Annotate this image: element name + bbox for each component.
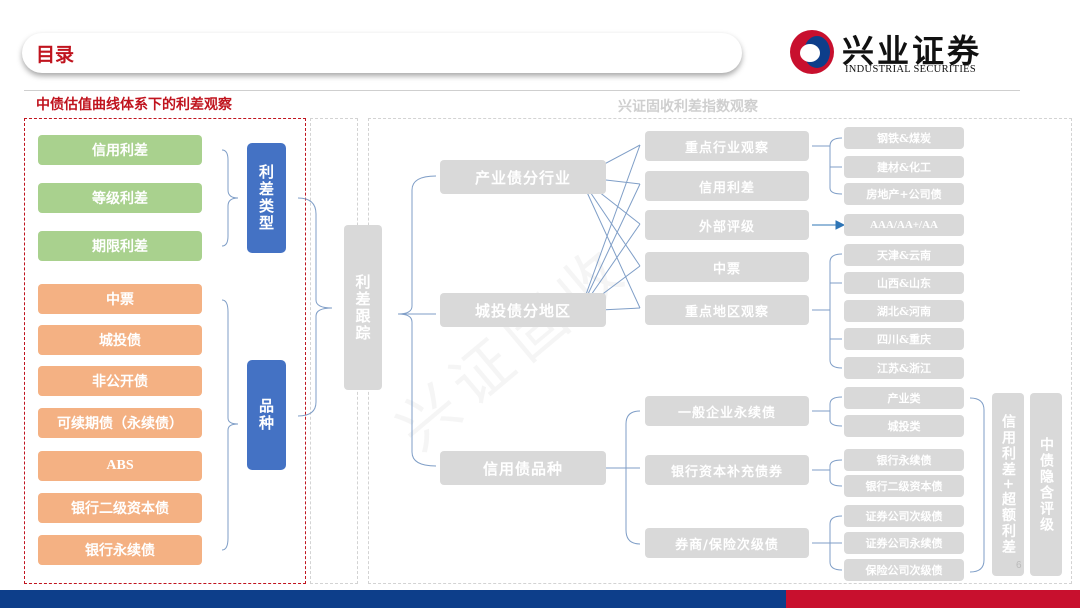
- level3-node: 建材&化工: [844, 156, 964, 178]
- level3-node: 城投类: [844, 415, 964, 437]
- bond-item: 城投债: [38, 325, 202, 355]
- bond-item: ABS: [38, 451, 202, 481]
- footer-bar-blue: [0, 590, 786, 608]
- page-number: 6: [1016, 560, 1022, 571]
- spread-item: 等级利差: [38, 183, 202, 213]
- level3-node: 房地产+公司债: [844, 183, 964, 205]
- left-section-title: 中债估值曲线体系下的利差观察: [36, 97, 232, 113]
- level3-node: 证券公司永续债: [844, 532, 964, 554]
- logo-text: 兴业证券: [842, 32, 983, 70]
- level3-node: 银行二级资本债: [844, 475, 964, 497]
- level3-node: 保险公司次级债: [844, 559, 964, 581]
- level3-node: 银行永续债: [844, 449, 964, 471]
- bond-item: 中票: [38, 284, 202, 314]
- header-bar: [22, 33, 742, 73]
- implied-rating-box: 中债隐含评级: [1030, 393, 1062, 576]
- level1-node: 产业债分行业: [440, 160, 606, 194]
- bond-item: 可续期债（永续债）: [38, 408, 202, 438]
- divider: [24, 90, 1020, 91]
- spread-item: 期限利差: [38, 231, 202, 261]
- logo-icon: [790, 30, 834, 74]
- page-title: 目录: [36, 44, 75, 66]
- root-node: 利差跟踪: [344, 225, 382, 390]
- left-frame: [24, 118, 306, 584]
- bond-item: 银行永续债: [38, 535, 202, 565]
- bond-item: 银行二级资本债: [38, 493, 202, 523]
- logo-subtext: INDUSTRIAL SECURITIES: [845, 64, 977, 75]
- level1-node: 城投债分地区: [440, 293, 606, 327]
- spread-type-group: 利差类型: [247, 143, 286, 253]
- level2-node: 外部评级: [645, 210, 809, 240]
- level2-node: 中票: [645, 252, 809, 282]
- bond-type-group: 品种: [247, 360, 286, 470]
- spread-measure-box: 信用利差+超额利差: [992, 393, 1024, 576]
- level2-node: 信用利差: [645, 171, 809, 201]
- rating-node: AAA/AA+/AA: [844, 214, 964, 236]
- level2-node: 重点地区观察: [645, 295, 809, 325]
- level3-node: 天津&云南: [844, 244, 964, 266]
- footer-bar-red: [786, 590, 1080, 608]
- level3-node: 山西&山东: [844, 272, 964, 294]
- level3-node: 湖北&河南: [844, 300, 964, 322]
- level3-node: 证券公司次级债: [844, 505, 964, 527]
- level3-node: 产业类: [844, 387, 964, 409]
- bond-item: 非公开债: [38, 366, 202, 396]
- spread-item: 信用利差: [38, 135, 202, 165]
- level3-node: 钢铁&煤炭: [844, 127, 964, 149]
- right-section-title: 兴证固收利差指数观察: [618, 99, 758, 115]
- level2-node: 银行资本补充债券: [645, 455, 809, 485]
- level1-node: 信用债品种: [440, 451, 606, 485]
- level2-node: 一般企业永续债: [645, 396, 809, 426]
- level2-node: 重点行业观察: [645, 131, 809, 161]
- level3-node: 江苏&浙江: [844, 357, 964, 379]
- level2-node: 券商/保险次级债: [645, 528, 809, 558]
- level3-node: 四川&重庆: [844, 328, 964, 350]
